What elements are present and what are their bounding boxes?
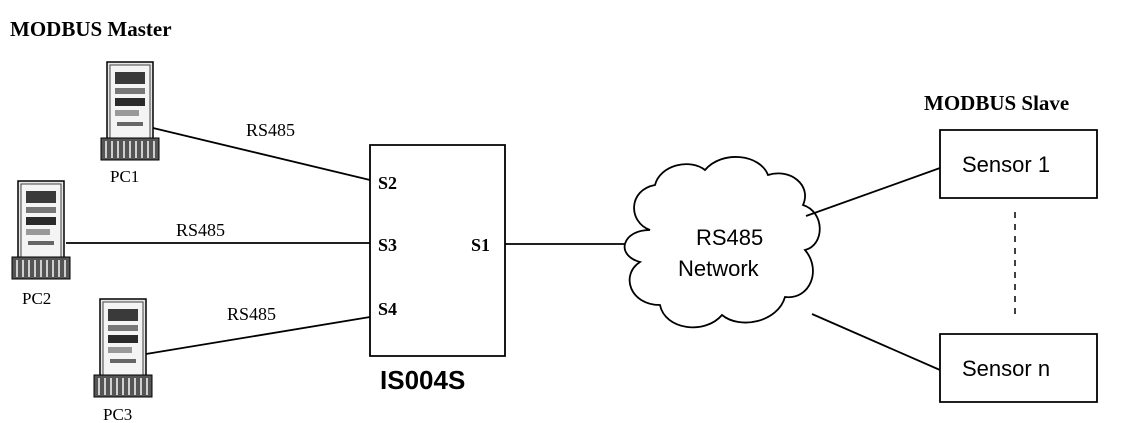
port-s1: S1 xyxy=(471,235,490,255)
pc3-icon xyxy=(93,298,153,398)
pc2-label: PC2 xyxy=(22,289,51,308)
port-s2: S2 xyxy=(378,173,397,193)
device-name: IS004S xyxy=(380,365,465,395)
sensor-n-label: Sensor n xyxy=(962,356,1050,381)
pc3-link xyxy=(146,317,370,354)
slave-title: MODBUS Slave xyxy=(924,91,1069,115)
pc3-link-label: RS485 xyxy=(227,304,276,324)
sensor-1-label: Sensor 1 xyxy=(962,152,1050,177)
pc2-icon xyxy=(11,180,71,280)
sensor-1-box xyxy=(940,130,1097,198)
sensor-n-box xyxy=(940,334,1097,402)
pc3-label: PC3 xyxy=(103,405,132,423)
port-s3: S3 xyxy=(378,235,397,255)
pc2-link-label: RS485 xyxy=(176,220,225,240)
network-sensor1-link xyxy=(806,168,940,216)
network-sensorn-link xyxy=(812,314,940,370)
pc1-link-label: RS485 xyxy=(246,120,295,140)
network-label-line2: Network xyxy=(678,256,760,281)
master-title: MODBUS Master xyxy=(10,17,172,41)
network-label-line1: RS485 xyxy=(696,225,763,250)
pc1-icon xyxy=(100,61,160,161)
pc1-link xyxy=(153,128,370,180)
rs485-network-cloud xyxy=(625,157,820,327)
is004s-box xyxy=(370,145,505,356)
pc1-label: PC1 xyxy=(110,167,139,186)
port-s4: S4 xyxy=(378,299,397,319)
